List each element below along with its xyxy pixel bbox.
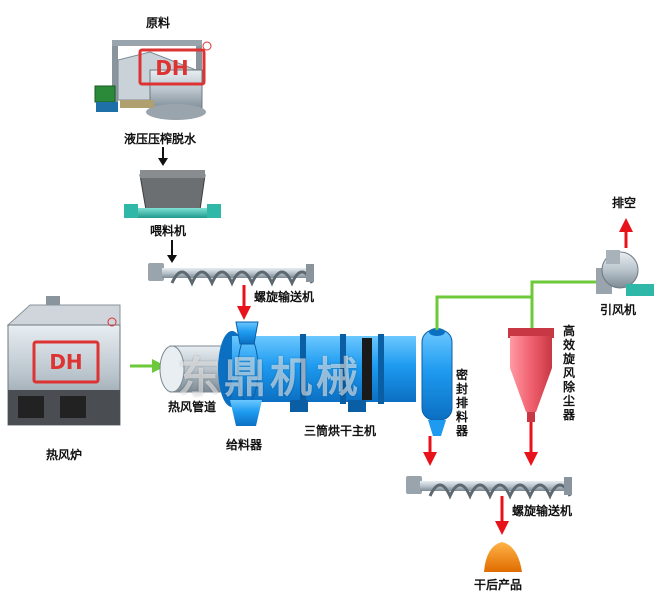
label-feeder: 喂料机 (150, 224, 187, 238)
feeder-machine (124, 170, 221, 218)
label-screw-conveyor-top: 螺旋输送机 (254, 290, 315, 304)
label-dryer: 三筒烘干主机 (304, 424, 377, 438)
label-cyclone: 高效旋风除尘器 (562, 324, 575, 422)
screw-conveyor-bottom (406, 476, 572, 500)
air-pipeline (435, 280, 600, 330)
hot-air-furnace: DH (6, 296, 121, 426)
label-exhaust: 排空 (612, 196, 637, 210)
triple-drum-dryer (218, 321, 416, 426)
svg-text:DH: DH (155, 56, 188, 80)
arrow-fan-to-exhaust (619, 218, 633, 248)
arrow-feeder-to-screw (167, 240, 177, 263)
induced-draft-fan (596, 250, 654, 296)
label-hot-air-furnace: 热风炉 (46, 448, 83, 462)
label-hot-air-duct: 热风管道 (168, 400, 217, 414)
label-induced-fan: 引风机 (600, 303, 637, 317)
hydraulic-press-machine: DH (94, 40, 212, 120)
label-press-dewater: 液压压榨脱水 (124, 132, 197, 146)
arrow-screw-to-dryer (237, 285, 251, 320)
arrow-cyclone-to-screw (524, 422, 538, 466)
arrow-press-to-feeder (158, 147, 168, 166)
label-feeder-device: 给料器 (226, 438, 263, 452)
label-screw-conveyor-bottom: 螺旋输送机 (512, 504, 573, 518)
svg-text:DH: DH (49, 350, 82, 374)
label-raw-material: 原料 (146, 16, 171, 30)
label-product: 干后产品 (474, 578, 523, 592)
dried-product-pile (484, 542, 522, 572)
cyclone-dust-collector (508, 328, 554, 422)
screw-conveyor-top (148, 263, 314, 287)
arrow-discharge-to-screw (423, 436, 437, 466)
watermark-text: 东鼎机械 (178, 353, 363, 402)
arrow-screw-to-product (495, 496, 509, 535)
arrow-furnace-to-duct (130, 359, 166, 373)
sealed-discharger (421, 328, 453, 436)
label-seal-discharge: 密封排料器 (455, 368, 468, 438)
